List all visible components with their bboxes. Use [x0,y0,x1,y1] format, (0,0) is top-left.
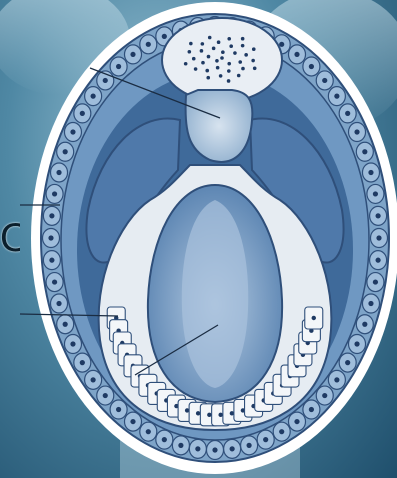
outer-cell-nucleus [178,443,183,448]
dome-dot [207,55,211,59]
outer-cell-nucleus [373,279,378,284]
outer-cell-nucleus [63,149,68,154]
outer-cell-nucleus [345,111,350,116]
dome-dot [244,53,248,57]
outer-cell-nucleus [230,446,235,451]
dome-dot [241,37,245,41]
outer-cell-nucleus [146,42,151,47]
outer-cell-nucleus [263,437,268,442]
dome-dot [233,51,237,55]
outer-cell-nucleus [130,52,135,57]
outer-cell-nucleus [322,78,327,83]
dome-dot [184,62,188,66]
dome-dot [227,37,231,41]
outer-cell-nucleus [52,279,57,284]
outer-cell-nucleus [354,129,359,134]
outer-cell-nucleus [56,170,61,175]
dome-dot [241,44,245,48]
outer-cell-nucleus [116,64,121,69]
outer-cell-nucleus [294,52,299,57]
outer-cell-nucleus [368,170,373,175]
outer-cell-nucleus [103,393,108,398]
outer-cell-nucleus [354,341,359,346]
outer-cell-nucleus [362,322,367,327]
dome-dot [241,67,245,71]
dome-dot [201,42,205,46]
outer-cell-nucleus [80,111,85,116]
outer-cell-nucleus [162,437,167,442]
outer-cell-nucleus [334,377,339,382]
outer-cell-nucleus [146,429,151,434]
outer-cell-nucleus [246,443,251,448]
outer-cell-nucleus [195,446,200,451]
outer-cell-nucleus [309,64,314,69]
inner-cell-nucleus [218,413,222,417]
outer-cell-nucleus [70,341,75,346]
outer-cell-nucleus [376,258,381,263]
dome-dot [227,69,231,73]
outer-cell-nucleus [309,407,314,412]
outer-cell-nucleus [49,213,54,218]
dome-dot [219,74,223,78]
dome-dot [221,50,225,54]
outer-cell-nucleus [103,78,108,83]
dome-dot [227,62,231,66]
inner-cell-nucleus [312,316,316,320]
dome-dot [188,50,192,54]
outer-cell-nucleus [294,419,299,424]
outer-cell-nucleus [56,301,61,306]
outer-cell-nucleus [162,34,167,39]
dome-dot [227,79,231,83]
outer-cell-nucleus [279,429,284,434]
dome-dot [251,59,255,63]
dome-dot [189,42,193,46]
outer-cell-nucleus [376,235,381,240]
dome-dot [201,61,205,65]
outer-cell-nucleus [373,191,378,196]
outer-cell-nucleus [345,360,350,365]
dome-dot [215,59,219,63]
dome-dot [253,67,257,71]
dome-dot [216,66,220,70]
dome-dot [208,36,212,40]
dome-dot [229,44,233,48]
inner-cell-nucleus [207,413,211,417]
outer-cell-nucleus [322,393,327,398]
dome-dot [252,47,256,51]
outer-cell-nucleus [63,322,68,327]
inner-cell-nucleus [196,411,200,415]
outer-cell-nucleus [116,407,121,412]
outer-cell-nucleus [70,129,75,134]
outer-cell-nucleus [368,301,373,306]
outer-cell-nucleus [49,258,54,263]
dome-dot [220,56,224,60]
outer-cell-nucleus [91,94,96,99]
dome-dot [212,47,216,51]
outer-cell-nucleus [376,213,381,218]
dome-dot [194,67,198,71]
outer-cell-nucleus [80,360,85,365]
dome-dot [200,49,204,53]
outer-cell-nucleus [52,191,57,196]
dome-dot [192,57,196,61]
dome-dot [217,40,221,44]
cut-off-label-fragment: O [0,216,20,260]
outer-cell-nucleus [48,235,53,240]
outer-cell-nucleus [362,149,367,154]
dome-dot [238,60,242,64]
dome-dot [206,76,210,80]
dome-dot [205,69,209,73]
outer-cell-nucleus [334,94,339,99]
dome-dot [237,74,241,78]
outer-cell-nucleus [130,419,135,424]
outer-cell-nucleus [212,447,217,452]
outer-cell-nucleus [91,377,96,382]
